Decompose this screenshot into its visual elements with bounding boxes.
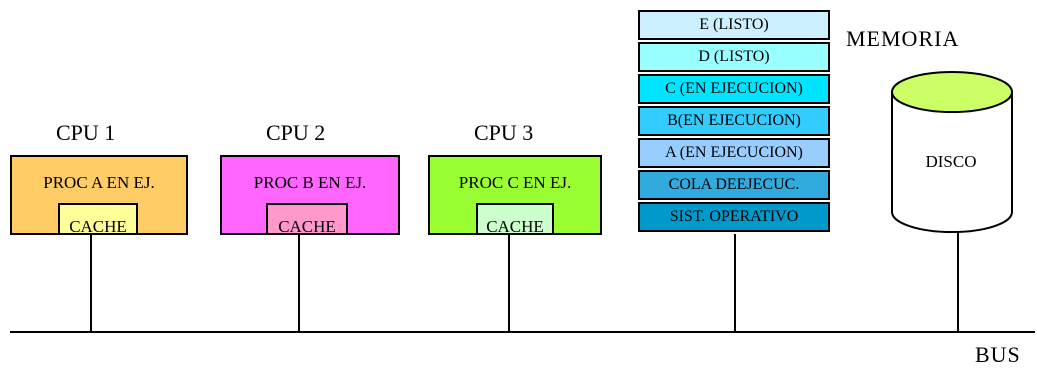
memory-row-a: A (EN EJECUCION) (638, 138, 830, 168)
cpu1-title: CPU 1 (56, 120, 116, 145)
cpu3-title: CPU 3 (474, 120, 534, 145)
cpu3-cache: CACHE (476, 203, 554, 235)
cpu1-bus-link (90, 235, 92, 332)
cpu2-bus-link (298, 235, 300, 332)
cpu1-process: PROC A EN EJ. (43, 173, 155, 192)
memory-title: MEMORIA (846, 26, 960, 51)
cpu2-title: CPU 2 (266, 120, 326, 145)
memory-stack: E (LISTO) D (LISTO) C (EN EJECUCION) B(E… (638, 10, 830, 232)
cpu2-process: PROC B EN EJ. (253, 173, 367, 192)
memory-row-b: B(EN EJECUCION) (638, 106, 830, 136)
cpu3-bus-link (508, 235, 510, 332)
memory-row-e: E (LISTO) (638, 10, 830, 40)
disk-label: DISCO (925, 152, 977, 171)
disk-bus-link (957, 231, 959, 332)
memory-row-queue: COLA DEEJECUC. (638, 170, 830, 200)
disk-cylinder-icon (891, 71, 1013, 233)
cpu3-process: PROC C EN EJ. (458, 173, 572, 192)
cpu1-cache: CACHE (58, 203, 138, 235)
memory-row-os: SIST. OPERATIVO (638, 202, 830, 232)
bus-label: BUS (975, 342, 1021, 367)
bus-line (10, 331, 1035, 333)
memory-row-c: C (EN EJECUCION) (638, 74, 830, 104)
cpu2-cache: CACHE (266, 203, 348, 235)
disk: DISCO (890, 70, 1014, 241)
memory-bus-link (734, 234, 736, 332)
memory-row-d: D (LISTO) (638, 42, 830, 72)
